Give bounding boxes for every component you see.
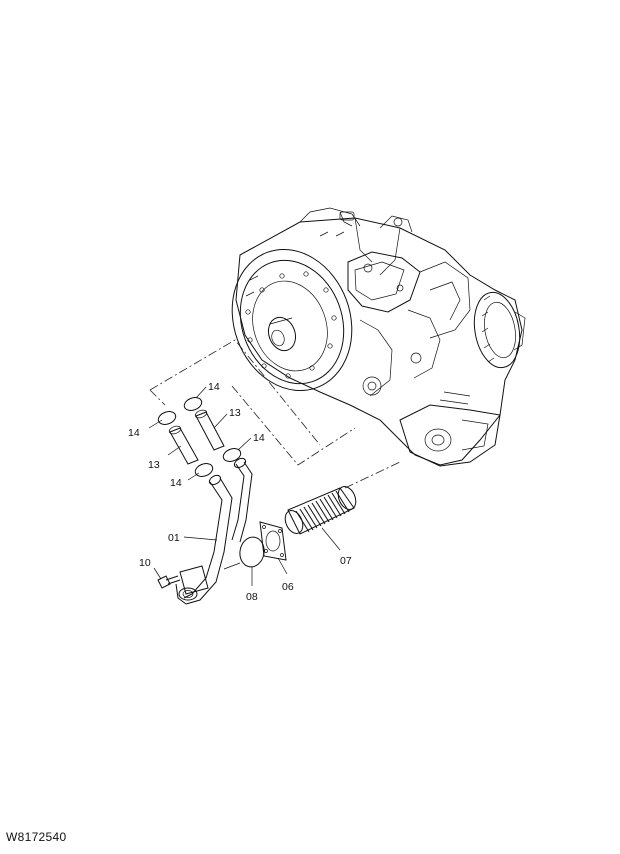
drawing-number: W8172540: [6, 830, 67, 844]
assembly-leader-lines: [149, 339, 401, 489]
callout-leaders: [148, 386, 341, 586]
hose-13-left: [168, 425, 199, 465]
o-ring-14-lower-left: [194, 463, 214, 477]
transmission-assembly: [231, 207, 526, 467]
strainer-07: [284, 486, 357, 535]
callout-14-right: 14: [253, 432, 265, 444]
pipe-01: [175, 457, 253, 605]
gasket-06: [259, 521, 287, 561]
bolt-10: [157, 575, 181, 589]
callout-14-top: 14: [208, 381, 220, 393]
callout-labels: 14 14 13 14 13 14 01 10 08 06 07: [128, 381, 352, 603]
hose-13-right: [194, 409, 225, 451]
callout-10: 10: [139, 557, 151, 569]
callout-07: 07: [340, 555, 352, 567]
callout-14-left: 14: [128, 427, 140, 439]
o-ring-14-upper-right: [183, 397, 203, 411]
callout-08: 08: [246, 591, 258, 603]
callout-14-bottom: 14: [170, 477, 182, 489]
o-ring-14-lower-right: [222, 448, 242, 462]
o-ring-14-upper-left: [157, 411, 177, 425]
callout-01: 01: [168, 532, 180, 544]
callout-13-right: 13: [229, 407, 241, 419]
callout-13-left: 13: [148, 459, 160, 471]
callout-06: 06: [282, 581, 294, 593]
